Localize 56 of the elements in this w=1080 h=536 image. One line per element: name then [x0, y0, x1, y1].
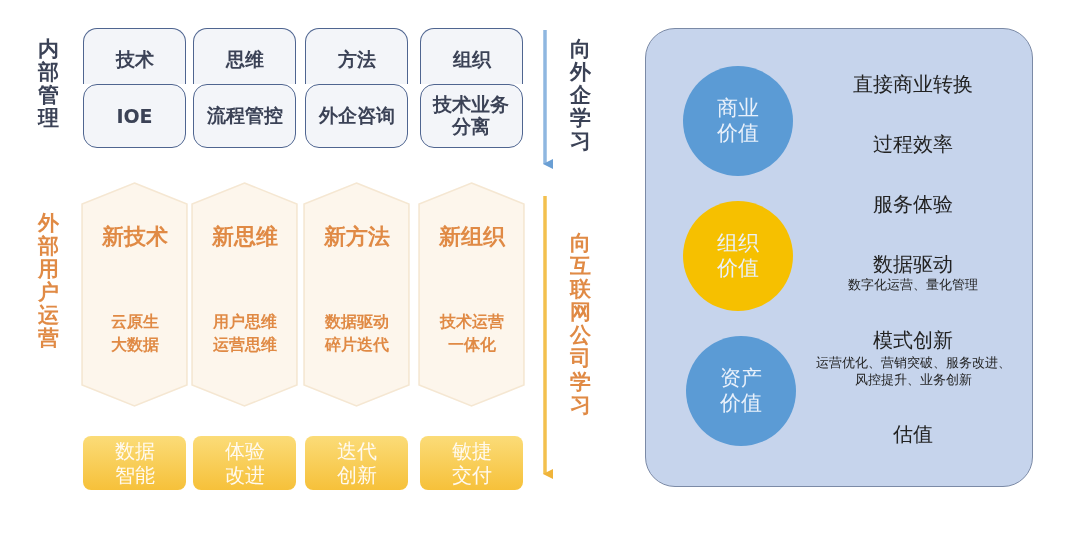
tag-box	[305, 436, 408, 490]
tag-box	[193, 436, 296, 490]
vertical-label: 向互联网公司学习	[570, 232, 591, 417]
value-item: 数据驱动	[873, 251, 953, 278]
category-box	[305, 84, 408, 148]
value-detail: 运营优化、营销突破、服务改进、风控提升、业务创新	[814, 355, 1012, 389]
category-box	[193, 28, 296, 84]
box-label: 方法	[337, 46, 376, 72]
box-label: 敏捷交付	[451, 439, 492, 487]
panel-heading: 新技术	[101, 223, 168, 251]
panel-heading: 新思维	[211, 223, 278, 251]
tag-box	[420, 436, 523, 490]
value-detail: 数字化运营、量化管理	[848, 276, 978, 294]
panel-item: 大数据	[110, 334, 159, 357]
box-label: 流程管控	[206, 103, 283, 128]
value-item: 模式创新	[873, 327, 953, 354]
hexagon-panel	[418, 182, 525, 407]
box-label: 商业价值	[716, 95, 760, 147]
value-item: 过程效率	[873, 131, 953, 158]
box-label: 组织	[452, 46, 491, 72]
category-box	[83, 84, 186, 148]
panel-item: 用户思维	[212, 311, 277, 333]
box-label: 组织价值	[716, 230, 760, 282]
panel-item: 云原生	[110, 311, 159, 333]
box-label: 数据智能	[114, 439, 155, 487]
box-label: 外企咨询	[318, 103, 395, 128]
value-panel	[645, 28, 1033, 487]
box-label: 迭代创新	[336, 439, 377, 487]
panel-item: 一体化	[447, 334, 496, 357]
panel-item: 运营思维	[212, 334, 277, 357]
box-label: 思维	[225, 46, 264, 72]
vertical-label: 向外企学习	[570, 38, 591, 154]
vertical-label: 内部管理	[38, 38, 59, 131]
vertical-label: 外部用户运营	[38, 212, 59, 351]
hexagon-panel	[303, 182, 410, 407]
panel-item: 数据驱动	[324, 311, 389, 333]
hexagon-panel	[81, 182, 188, 407]
category-box	[420, 28, 523, 84]
panel-item: 技术运营	[439, 311, 504, 333]
panel-item: 碎片迭代	[324, 334, 389, 357]
value-item: 服务体验	[873, 191, 953, 218]
category-box	[420, 84, 523, 148]
box-label: 技术	[115, 46, 154, 72]
box-label: 技术业务分离	[432, 94, 511, 138]
box-label: IOE	[116, 105, 153, 127]
box-label: 资产价值	[719, 365, 763, 417]
hexagon-panel	[191, 182, 298, 407]
category-box	[305, 28, 408, 84]
panel-heading: 新组织	[438, 223, 505, 251]
box-label: 体验改进	[224, 439, 265, 487]
tag-box	[83, 436, 186, 490]
panel-heading: 新方法	[323, 223, 390, 251]
value-item: 估值	[893, 421, 933, 448]
category-box	[193, 84, 296, 148]
value-item: 直接商业转换	[853, 71, 973, 98]
category-box	[83, 28, 186, 84]
